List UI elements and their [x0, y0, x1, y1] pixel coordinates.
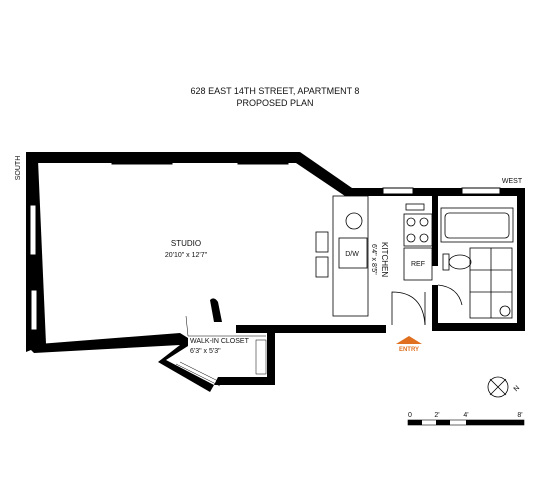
scale-segment-3 [466, 420, 524, 425]
compass-circle [487, 376, 509, 398]
kitchen-bath-partition-lower [432, 285, 438, 325]
stove [403, 213, 433, 247]
closet-jamb [210, 298, 222, 322]
burner-2 [419, 217, 429, 227]
bay-window [303, 161, 341, 187]
closet-shelving [175, 315, 267, 387]
stool-2 [315, 256, 329, 278]
kitchen-counter [332, 195, 369, 317]
studio-dims: 20'10" x 12'7" [165, 252, 208, 259]
entry-door-swing [391, 291, 426, 326]
bay-wall [296, 152, 352, 196]
window-bath [461, 187, 501, 195]
toilet-tank [442, 253, 450, 271]
windows [29, 157, 501, 331]
kitchen-shelf [405, 203, 425, 211]
kitchen-bath-partition [432, 196, 438, 266]
kitchen-dims: 6'4" x 8'5" [370, 244, 377, 275]
burner-3 [406, 233, 416, 243]
dishwasher-label: D/W [345, 251, 359, 258]
studio-bottom-wall [26, 333, 180, 353]
refrigerator-label: REF [411, 261, 425, 268]
window-north-2 [237, 157, 289, 165]
kitchen [315, 195, 433, 317]
window-kitchen [382, 187, 414, 195]
east-wall [517, 188, 525, 331]
burner-4 [419, 233, 429, 243]
plan-address: 628 EAST 14TH STREET, APARTMENT 8 [191, 86, 360, 96]
closet-rack [175, 363, 221, 387]
closet-shelf [255, 339, 267, 375]
bath-door-swing [437, 284, 463, 306]
scale-tick-8: 8' [517, 412, 522, 419]
scale-tick-0: 0 [408, 412, 412, 419]
studio-name: STUDIO [171, 239, 201, 248]
window-south-2 [30, 289, 38, 331]
south-label: SOUTH [15, 156, 22, 181]
bath-sink [499, 305, 511, 317]
scale-tick-2: 2' [434, 412, 439, 419]
entry-arrow [396, 336, 422, 344]
kitchen-sink [345, 212, 363, 230]
bathtub [440, 207, 514, 243]
kitchen-name: KITCHEN [380, 242, 389, 277]
west-label: WEST [502, 178, 523, 185]
closet-wall-left [158, 333, 214, 392]
closet-wall-right [267, 325, 275, 382]
stool-1 [315, 231, 329, 253]
scale-segment-2 [436, 420, 450, 425]
bathroom [437, 207, 514, 319]
refrigerator-box [403, 247, 433, 281]
exterior-walls [26, 152, 525, 392]
closet-dims: 6'3" x 5'3" [190, 348, 221, 355]
closet-rack-2 [179, 361, 225, 385]
corridor-bottom-wall [236, 325, 386, 333]
closet-name: WALK-IN CLOSET [190, 338, 250, 345]
bath-bottom-wall [432, 323, 525, 331]
burner-1 [406, 217, 416, 227]
closet-rod [185, 315, 266, 337]
bathtub-inner [444, 212, 510, 239]
compass-north-label: N [513, 385, 522, 394]
closet-wall-bottom [214, 377, 275, 385]
compass [487, 376, 509, 398]
entry-door [391, 291, 426, 326]
window-north [111, 157, 173, 165]
dishwasher-box [338, 237, 368, 269]
toilet-bowl [448, 254, 472, 270]
compass-axis-2 [489, 378, 507, 396]
entry-label: ENTRY [399, 347, 419, 353]
scale-bar [407, 419, 525, 426]
scale-tick-4: 4' [463, 412, 468, 419]
window-south-1 [29, 204, 37, 256]
plan-subtitle: PROPOSED PLAN [236, 98, 313, 108]
scale-segment-1 [408, 420, 422, 425]
